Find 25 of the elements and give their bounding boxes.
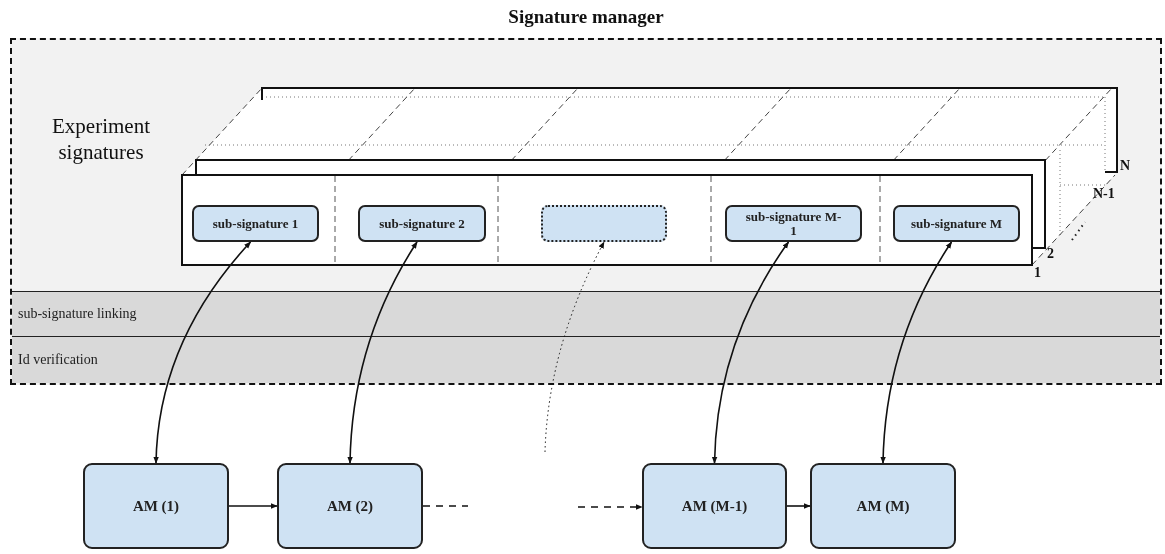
band-label: Id verification — [18, 352, 98, 368]
arrow — [786, 503, 811, 509]
sub-signature-box: sub-signature 2 — [358, 205, 486, 242]
sub-signature-box: sub-signature M — [893, 205, 1020, 242]
panel-title: Signature manager — [507, 6, 665, 28]
module-box: AM (M-1) — [642, 463, 787, 549]
band-label: sub-signature linking — [18, 306, 137, 322]
dashed-arrow — [577, 504, 643, 510]
arrow — [228, 503, 278, 509]
arrow — [153, 241, 252, 464]
sub-signature-box: sub-signature 1 — [192, 205, 319, 242]
layer-index: N-1 — [1093, 186, 1115, 202]
module-box: AM (M) — [810, 463, 956, 549]
layer-index: 1 — [1034, 265, 1041, 281]
stack-label: Experiment signatures — [51, 113, 151, 165]
module-box: AM (1) — [83, 463, 229, 549]
sub-signature-box: sub-signature M-1 — [725, 205, 862, 242]
arrow — [880, 241, 953, 464]
module-box: AM (2) — [277, 463, 423, 549]
arrow — [347, 241, 418, 464]
dashed-arrow — [544, 241, 605, 453]
arrow — [711, 241, 790, 464]
empty-placeholder-box — [541, 205, 667, 242]
layer-index: N — [1120, 158, 1131, 174]
layer-index: 2 — [1047, 246, 1054, 262]
